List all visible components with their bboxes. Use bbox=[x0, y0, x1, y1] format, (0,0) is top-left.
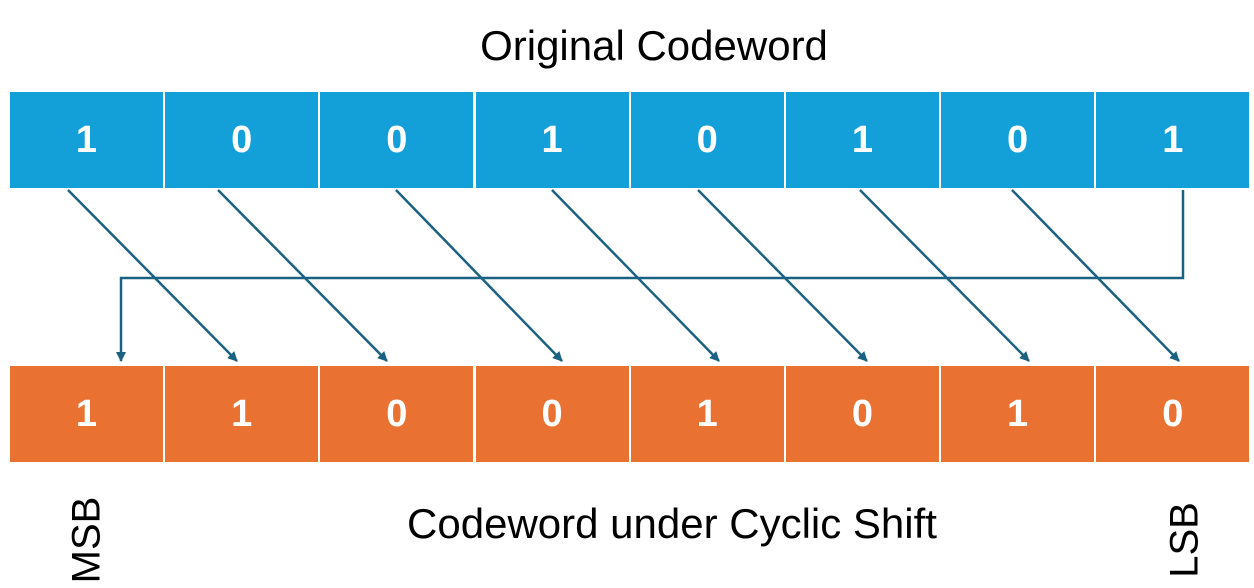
shift-arrow bbox=[697, 189, 868, 362]
original-bit-cell: 0 bbox=[165, 92, 319, 188]
original-bit-cell: 0 bbox=[630, 92, 784, 188]
original-bit-cell: 1 bbox=[1096, 92, 1250, 188]
lsb-label: LSB bbox=[1162, 502, 1207, 578]
wraparound-arrow bbox=[116, 190, 1185, 362]
shifted-codeword-title: Codeword under Cyclic Shift bbox=[407, 500, 937, 547]
original-bit-cell: 1 bbox=[10, 92, 163, 188]
shifted-bit-cell: 1 bbox=[941, 366, 1095, 462]
shift-arrow bbox=[67, 189, 238, 362]
original-bit-cell: 0 bbox=[320, 92, 474, 188]
shift-arrow bbox=[217, 189, 388, 362]
shifted-bit-cell: 0 bbox=[785, 366, 939, 462]
shifted-bit-cell: 0 bbox=[320, 366, 474, 462]
shift-arrow bbox=[859, 189, 1030, 362]
shifted-bit-cell: 1 bbox=[630, 366, 784, 462]
shifted-codeword-row: 1 1 0 0 1 0 1 0 bbox=[10, 366, 1250, 462]
shifted-bit-cell: 0 bbox=[1096, 366, 1250, 462]
original-codeword-title: Original Codeword bbox=[480, 22, 828, 69]
original-codeword-row: 1 0 0 1 0 1 0 1 bbox=[10, 92, 1250, 188]
shift-arrow bbox=[1011, 189, 1180, 362]
shifted-bit-cell: 1 bbox=[165, 366, 319, 462]
shifted-bit-cell: 1 bbox=[10, 366, 163, 462]
shift-arrow bbox=[551, 189, 720, 362]
shifted-bit-cell: 0 bbox=[475, 366, 629, 462]
original-bit-cell: 0 bbox=[941, 92, 1095, 188]
shift-arrow bbox=[395, 189, 563, 362]
original-bit-cell: 1 bbox=[785, 92, 939, 188]
original-bit-cell: 1 bbox=[475, 92, 629, 188]
